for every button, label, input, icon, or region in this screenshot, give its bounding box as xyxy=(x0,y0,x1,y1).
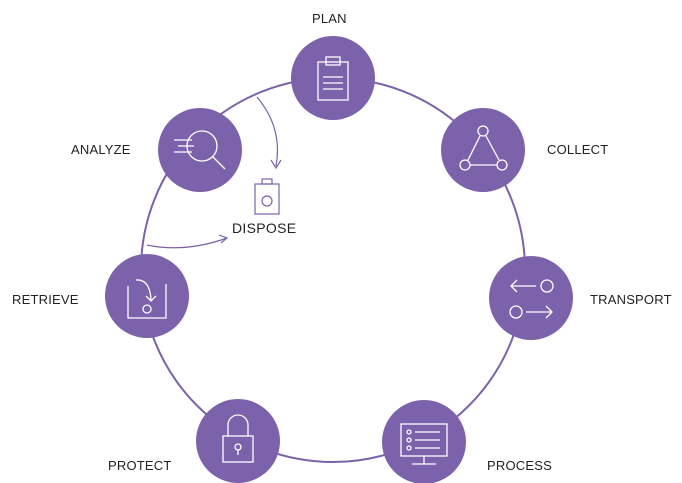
exchange-arrows-icon xyxy=(509,279,554,319)
stage-node-plan xyxy=(291,36,375,120)
center-label-dispose: DISPOSE xyxy=(232,220,297,236)
magnifier-icon xyxy=(174,130,226,170)
stage-label-process: PROCESS xyxy=(487,458,552,473)
dispose-arrow-from-retrieve xyxy=(146,237,228,249)
lock-icon xyxy=(222,414,254,463)
dispose-arrow-head-top xyxy=(270,159,282,170)
stage-label-transport: TRANSPORT xyxy=(590,292,672,307)
stage-label-collect: COLLECT xyxy=(547,142,609,157)
stage-node-process xyxy=(382,400,466,483)
stage-label-protect: PROTECT xyxy=(108,458,172,473)
stage-circle-collect xyxy=(441,108,525,192)
network-triangle-icon xyxy=(459,125,508,171)
stage-label-analyze: ANALYZE xyxy=(71,142,131,157)
stage-circle-retrieve xyxy=(105,254,189,338)
stage-node-collect xyxy=(441,108,525,192)
stage-node-protect xyxy=(196,399,280,483)
stage-node-transport xyxy=(489,256,573,340)
trash-bin-icon xyxy=(254,178,280,215)
stage-circle-transport xyxy=(489,256,573,340)
stage-node-retrieve xyxy=(105,254,189,338)
stage-label-retrieve: RETRIEVE xyxy=(12,292,79,307)
stage-circle-plan xyxy=(291,36,375,120)
dispose-arrow-from-plan xyxy=(256,96,279,167)
stage-circle-analyze xyxy=(158,108,242,192)
monitor-list-icon xyxy=(400,423,448,465)
retrieve-box-icon xyxy=(127,279,167,319)
clipboard-icon xyxy=(317,56,349,101)
stage-circle-protect xyxy=(196,399,280,483)
stage-label-plan: PLAN xyxy=(312,11,347,26)
stage-node-analyze xyxy=(158,108,242,192)
stage-circle-process xyxy=(382,400,466,483)
dispose-arrow-head-left xyxy=(218,234,229,244)
